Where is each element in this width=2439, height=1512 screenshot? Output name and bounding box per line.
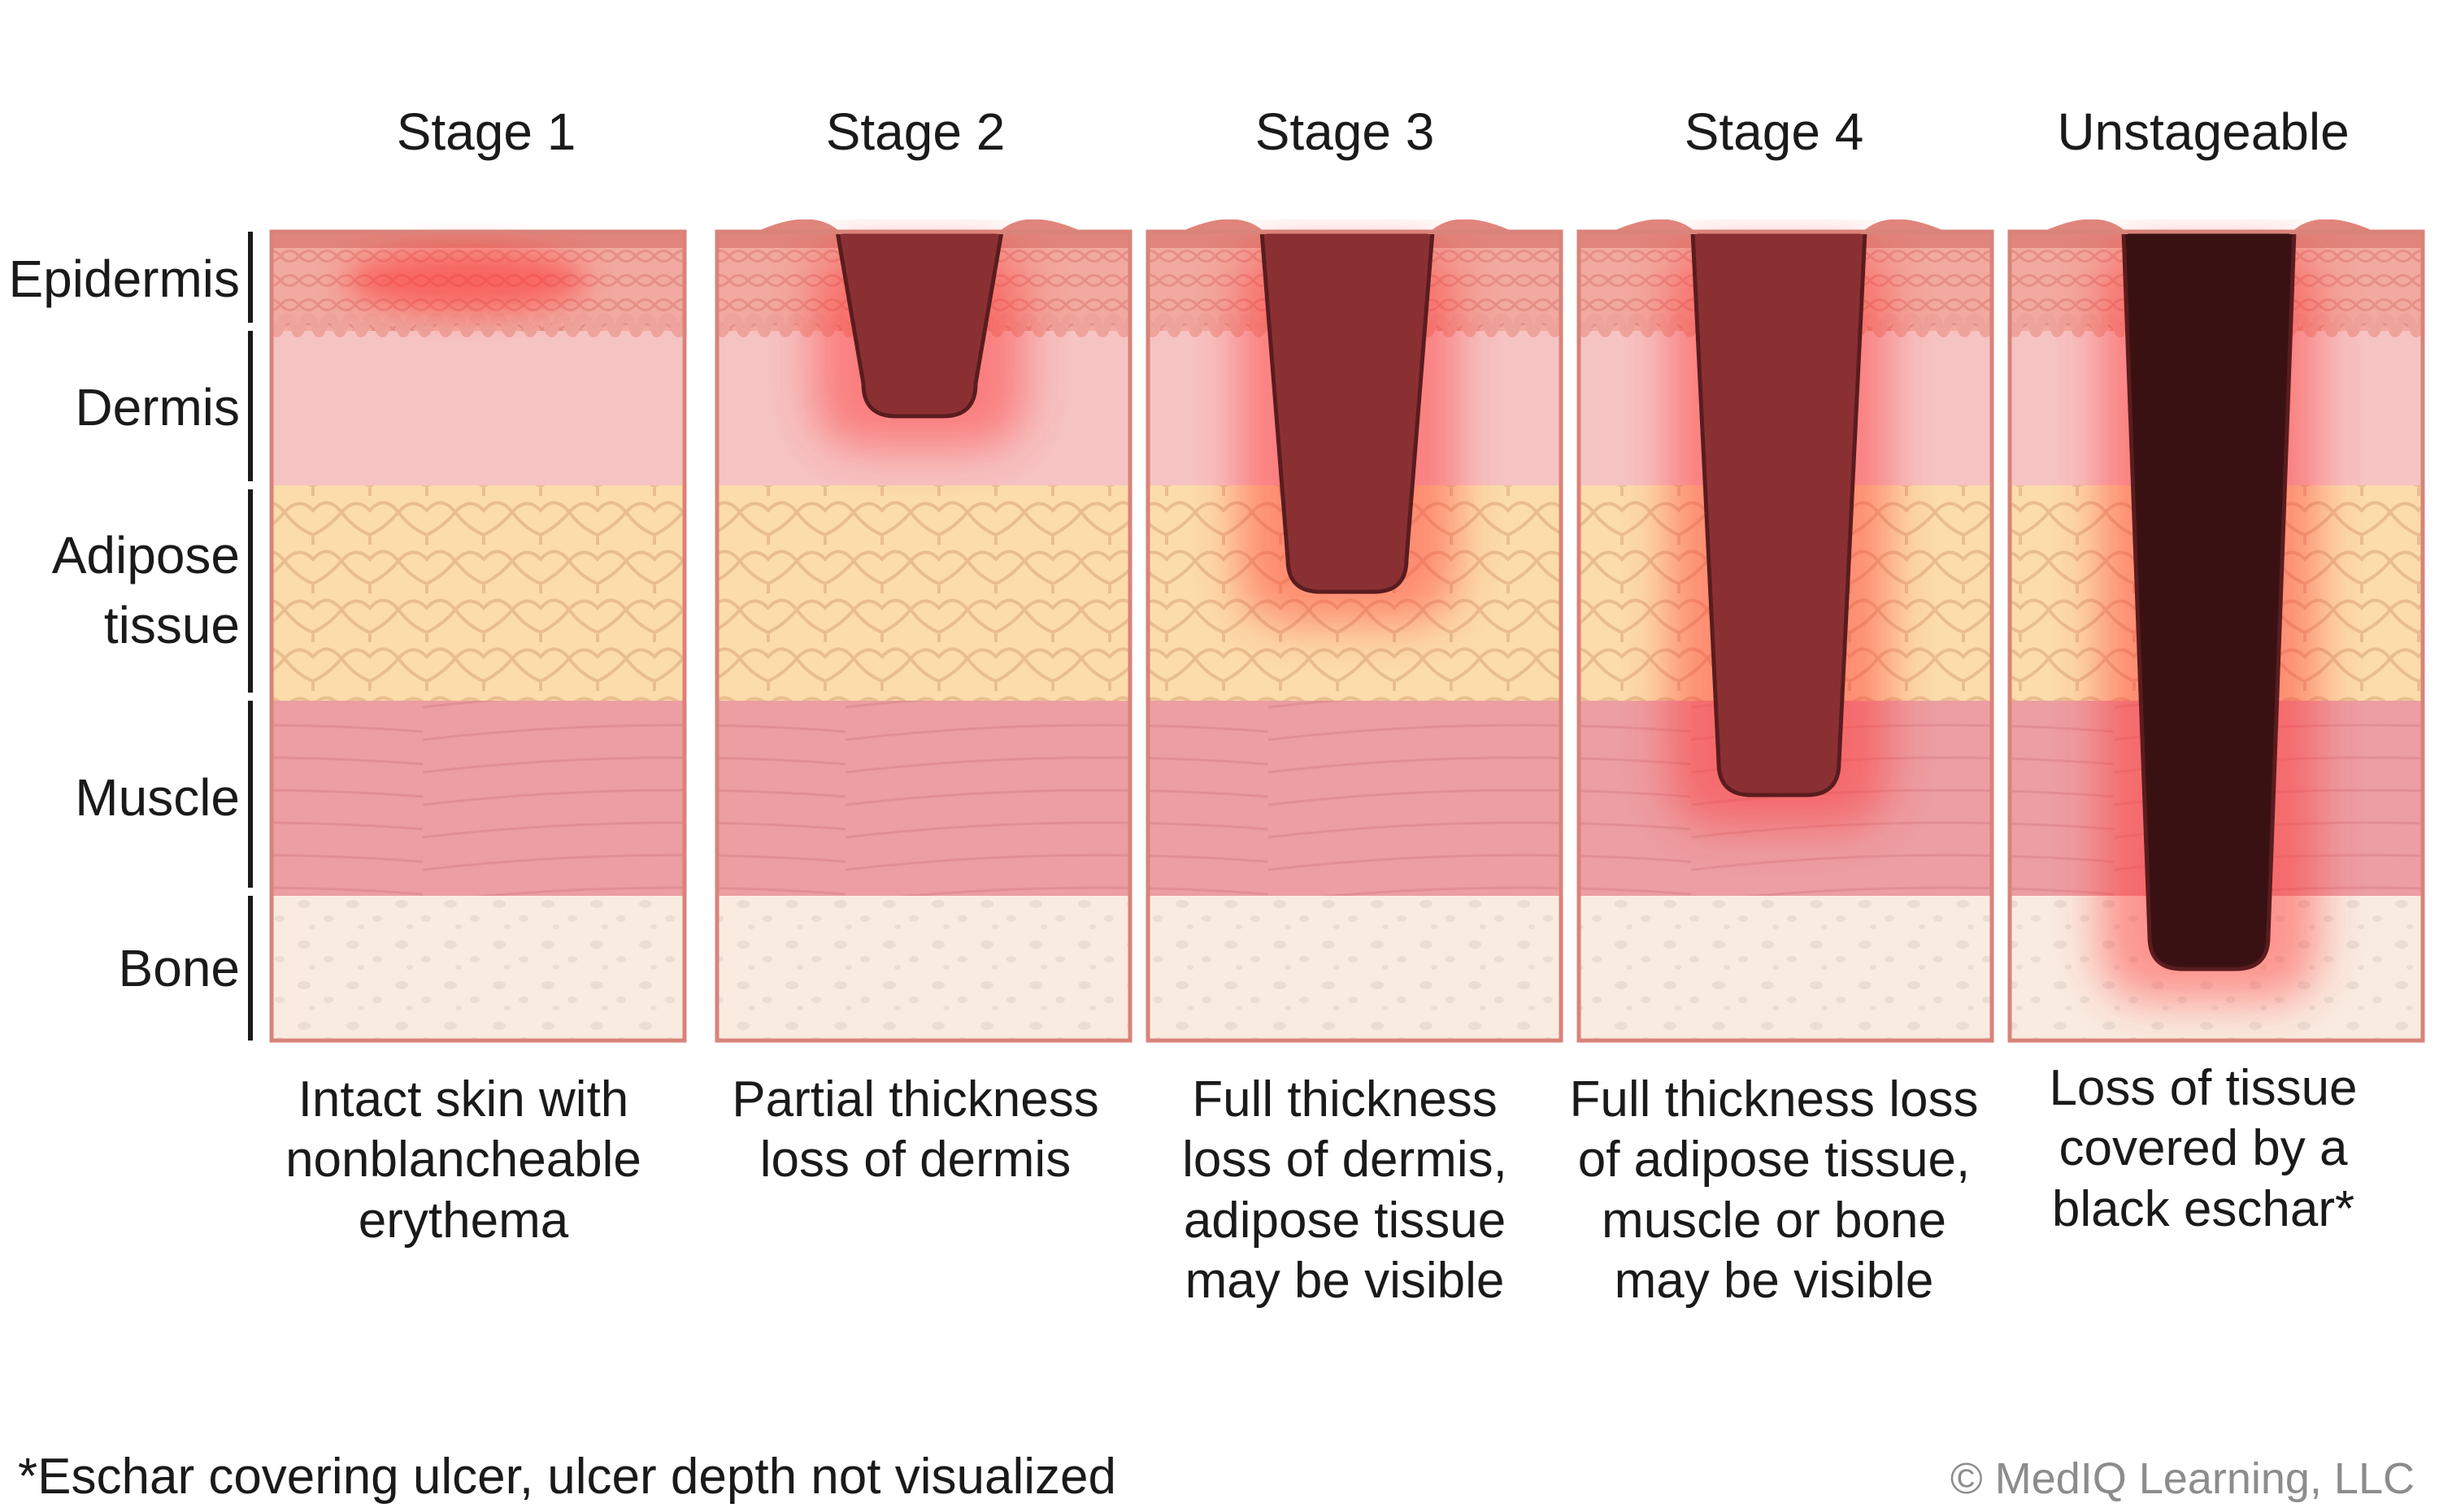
tissue-panel-1 [269,229,687,1043]
panel-border [715,229,1133,1043]
layer-bracket-dermis [248,331,253,481]
layer-bracket-epidermis [248,232,253,323]
stage-title-unstageable: Unstageable [2057,102,2350,161]
erythema-patch [345,250,589,311]
copyright: © MedIQ Learning, LLC [1950,1454,2415,1503]
tissue-panel-3 [1146,219,1563,1043]
tissue-layer-1 [272,331,685,485]
stage-title-1: Stage 1 [396,102,576,161]
footnote: *Eschar covering ulcer, ulcer depth not … [18,1449,1116,1505]
layer-bracket-adipose [248,489,253,693]
eschar-wound [2121,229,2297,971]
tissue-panel-5 [2007,219,2425,1043]
wound-crater [1259,229,1435,594]
panel-border [269,229,687,1043]
tissue-panel-4 [1576,219,1994,1043]
layer-label-muscle: Muscle [75,768,240,827]
stage-title-2: Stage 2 [825,102,1006,161]
wound-crater [1690,229,1867,797]
layer-bracket-muscle [248,701,253,888]
panel-border [1146,229,1563,1043]
panel-border [2007,229,2425,1043]
stage-title-4: Stage 4 [1684,102,1864,161]
layer-bracket-bone [248,896,253,1041]
layer-label-epidermis: Epidermis [8,250,240,308]
wound-crater [835,229,1004,419]
tissue-panel-2 [715,219,1133,1043]
panel-border [1576,229,1994,1043]
layer-label-bone: Bone [118,939,240,997]
layer-label-dermis: Dermis [75,378,240,437]
stage-title-3: Stage 3 [1254,102,1435,161]
